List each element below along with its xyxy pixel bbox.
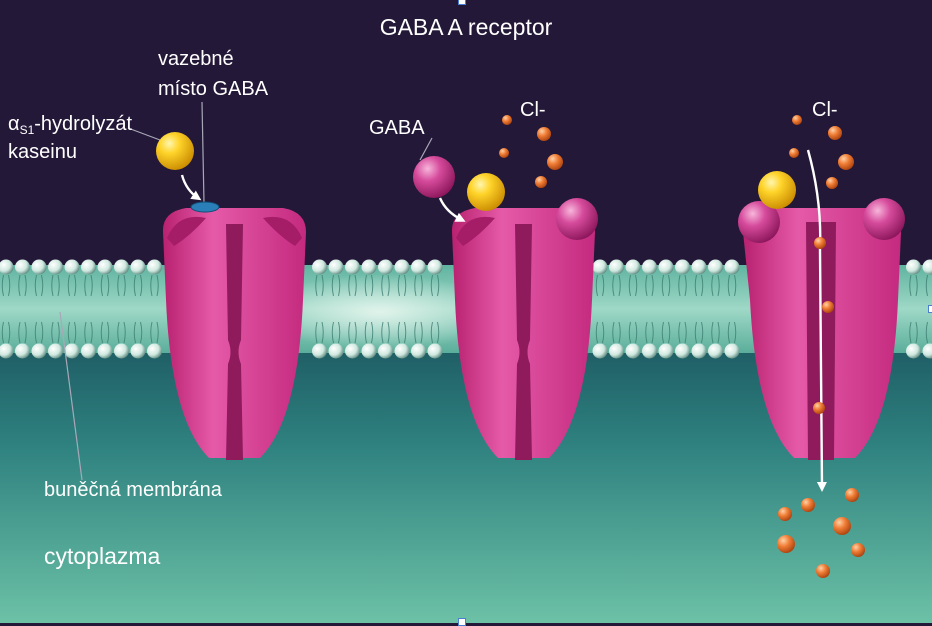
binding-site-label-line2: místo GABA	[158, 77, 268, 101]
lipid-head	[609, 344, 624, 359]
chloride-ion	[845, 488, 859, 502]
lipid-head	[131, 260, 146, 275]
lipid-head	[411, 344, 426, 359]
lipid-head	[147, 344, 162, 359]
lipid-head	[65, 344, 80, 359]
lipid-head	[378, 260, 393, 275]
lipid-head	[708, 260, 723, 275]
lipid-head	[329, 260, 344, 275]
chloride-ion	[778, 507, 792, 521]
binding-site	[191, 202, 219, 212]
lipid-head	[692, 344, 707, 359]
lipid-head	[642, 260, 657, 275]
chloride-ion	[828, 126, 842, 140]
binding-site-label-line1: vazebné	[158, 47, 234, 71]
chloride-ion	[816, 564, 830, 578]
lipid-head	[708, 344, 723, 359]
chloride-ion	[851, 543, 865, 557]
lipid-head	[32, 344, 47, 359]
chloride-ion	[813, 402, 825, 414]
lipid-head	[609, 260, 624, 275]
lipid-head	[65, 260, 80, 275]
hydrolysate-molecule-2	[467, 173, 505, 211]
chloride-label-1: Cl-	[520, 98, 546, 122]
chloride-ion	[838, 154, 854, 170]
selection-handle-bottom[interactable]	[458, 618, 466, 626]
chloride-ion	[502, 115, 512, 125]
lipid-head	[312, 260, 327, 275]
cytoplasm-label: cytoplazma	[44, 544, 160, 568]
selection-handle-top[interactable]	[458, 0, 466, 5]
lipid-head	[428, 344, 443, 359]
chloride-ion	[789, 148, 799, 158]
membrane-label: buněčná membrána	[44, 478, 222, 502]
gaba-molecule-free	[413, 156, 455, 198]
chloride-ion	[792, 115, 802, 125]
gaba-bound-right	[863, 198, 905, 240]
lipid-head	[114, 260, 129, 275]
lipid-head	[906, 344, 921, 359]
lipid-head	[626, 260, 641, 275]
chloride-ion	[499, 148, 509, 158]
lipid-head	[98, 260, 113, 275]
lipid-head	[81, 344, 96, 359]
lipid-head	[395, 344, 410, 359]
lipid-head	[626, 344, 641, 359]
chloride-ion	[822, 301, 834, 313]
hydrolysate-label-line2: kaseinu	[8, 140, 77, 164]
lipid-head	[675, 260, 690, 275]
chloride-ion	[777, 535, 795, 553]
lipid-head	[362, 344, 377, 359]
lipid-head	[692, 260, 707, 275]
lipid-head	[32, 260, 47, 275]
selection-handle-right[interactable]	[928, 305, 932, 313]
lipid-head	[15, 344, 30, 359]
lipid-head	[395, 260, 410, 275]
gaba-site-molecule	[556, 198, 598, 240]
chloride-ion	[547, 154, 563, 170]
lipid-head	[81, 260, 96, 275]
lipid-head	[114, 344, 129, 359]
lipid-head	[378, 344, 393, 359]
lipid-head	[362, 260, 377, 275]
lipid-head	[48, 260, 63, 275]
chloride-ion	[535, 176, 547, 188]
hydrolysate-molecule-1	[156, 132, 194, 170]
lipid-head	[642, 344, 657, 359]
lipid-head	[593, 260, 608, 275]
lipid-head	[329, 344, 344, 359]
chloride-ion	[814, 237, 826, 249]
chloride-ion	[537, 127, 551, 141]
chloride-ion	[826, 177, 838, 189]
chloride-ion	[833, 517, 851, 535]
lipid-head	[659, 344, 674, 359]
lipid-head	[659, 260, 674, 275]
lipid-head	[147, 260, 162, 275]
lipid-head	[725, 344, 740, 359]
lipid-head	[411, 260, 426, 275]
chloride-label-2: Cl-	[812, 98, 838, 122]
lipid-head	[345, 344, 360, 359]
lipid-head	[906, 260, 921, 275]
lipid-head	[131, 344, 146, 359]
hydrolysate-molecule-3	[758, 171, 796, 209]
lipid-head	[15, 260, 30, 275]
chloride-ion	[801, 498, 815, 512]
lipid-head	[98, 344, 113, 359]
hydrolysate-label-line1: αS1-hydrolyzát	[8, 112, 132, 142]
diagram-title: GABA A receptor	[0, 15, 932, 39]
lipid-head	[312, 344, 327, 359]
gaba-label: GABA	[369, 116, 425, 140]
lipid-head	[48, 344, 63, 359]
lipid-head	[345, 260, 360, 275]
lipid-head	[593, 344, 608, 359]
lipid-head	[675, 344, 690, 359]
lipid-head	[428, 260, 443, 275]
lipid-head	[725, 260, 740, 275]
